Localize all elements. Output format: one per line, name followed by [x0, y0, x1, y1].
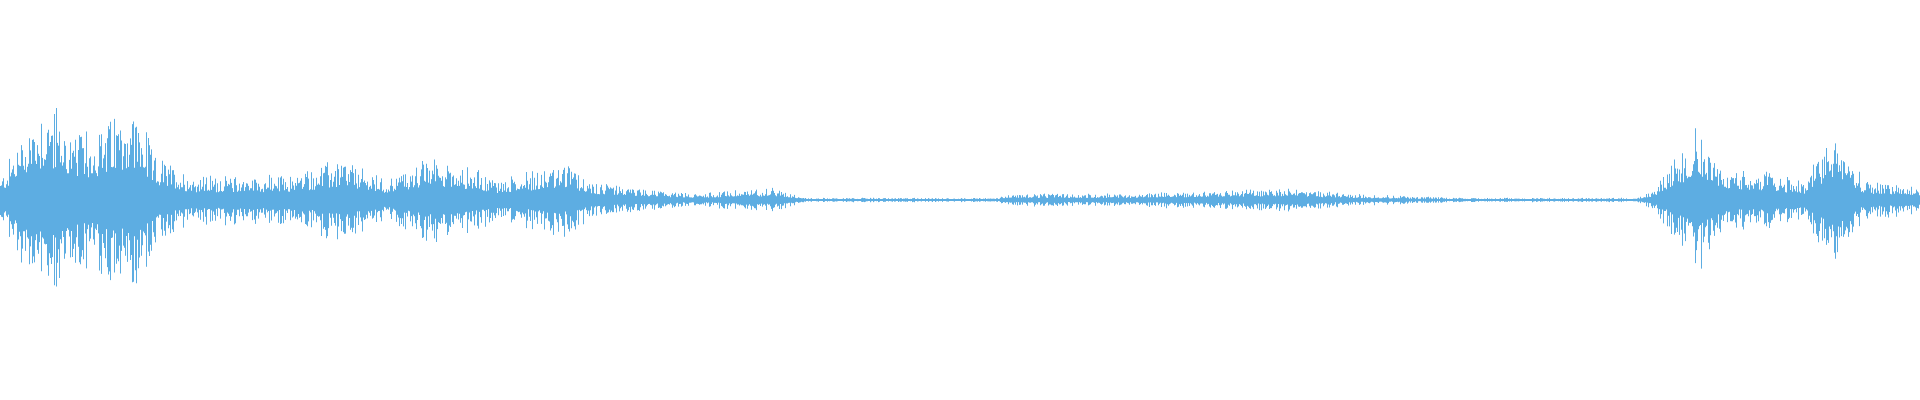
- waveform-bars: [0, 108, 1920, 287]
